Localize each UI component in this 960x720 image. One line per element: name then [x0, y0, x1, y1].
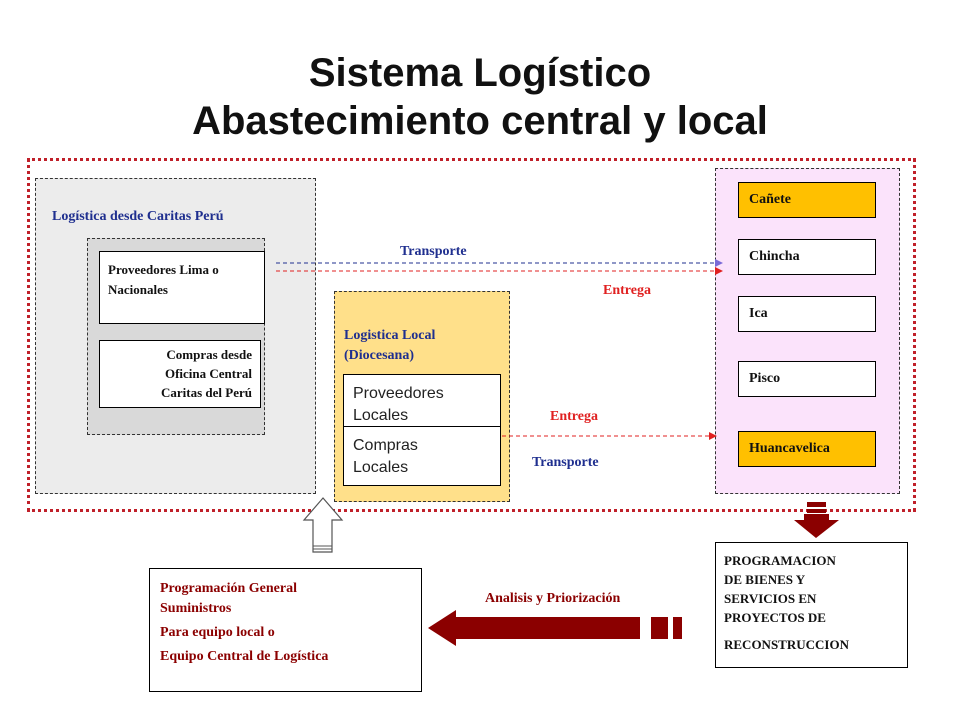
compras-oficina-line1: Compras desde — [166, 347, 252, 362]
proveedores-locales-line2: Locales — [353, 407, 409, 424]
programacion-general-line1: Programación General — [160, 581, 297, 596]
destination-canete: Cañete — [738, 182, 876, 218]
programacion-general-box: Programación General Suministros Para eq… — [149, 568, 422, 692]
analisis-label: Analisis y Priorización — [485, 591, 621, 606]
left-arrow-icon — [428, 610, 682, 646]
system-boundary — [27, 158, 916, 512]
destination-huancavelica: Huancavelica — [738, 431, 876, 467]
compras-oficina-box: Compras desde Oficina Central Caritas de… — [99, 340, 261, 408]
proveedores-lima-text: Proveedores Lima o Nacionales — [108, 262, 219, 297]
entrega-bottom-arrowhead — [709, 432, 717, 440]
programacion-bienes-line4: PROYECTOS DE — [724, 610, 826, 625]
entrega-bottom-label: Entrega — [550, 409, 598, 424]
transporte-bottom-label: Transporte — [532, 455, 599, 470]
local-label-line2: (Diocesana) — [344, 348, 414, 363]
local-label-line1: Logistica Local — [344, 328, 436, 343]
proveedores-locales-line1: Proveedores — [353, 385, 444, 402]
destination-pisco: Pisco — [738, 361, 876, 397]
programacion-bienes-line2: DE BIENES Y — [724, 572, 806, 587]
title-line2: Abastecimiento central y local — [192, 99, 768, 143]
programacion-bienes-box: PROGRAMACION DE BIENES Y SERVICIOS EN PR… — [715, 542, 908, 668]
compras-oficina-line2: Oficina Central — [164, 366, 252, 381]
entrega-top-arrowhead — [715, 267, 723, 275]
compras-oficina-line3: Caritas del Perú — [161, 385, 252, 400]
transporte-top-label: Transporte — [400, 244, 467, 259]
compras-locales-line2: Locales — [353, 459, 409, 476]
proveedores-locales-box: Proveedores Locales — [343, 374, 501, 427]
programacion-bienes-line1: PROGRAMACION — [724, 553, 836, 568]
local-label: Logistica Local (Diocesana) — [344, 326, 435, 366]
programacion-general-line4: Equipo Central de Logística — [160, 649, 329, 664]
compras-locales-box: Compras Locales — [343, 426, 501, 486]
caritas-label: Logística desde Caritas Perú — [52, 209, 224, 224]
programacion-general-line2: Suministros — [160, 601, 232, 616]
up-arrow-icon — [302, 497, 344, 553]
destination-ica: Ica — [738, 296, 876, 332]
title-line1: Sistema Logístico — [308, 51, 652, 95]
programacion-bienes-line3: SERVICIOS EN — [724, 591, 817, 606]
proveedores-lima-box: Proveedores Lima o Nacionales — [99, 251, 265, 324]
down-arrow-icon — [794, 502, 839, 538]
transporte-top-arrowhead — [715, 259, 723, 267]
entrega-top-label: Entrega — [603, 283, 651, 298]
destination-chincha: Chincha — [738, 239, 876, 275]
programacion-bienes-line5: RECONSTRUCCION — [724, 637, 849, 652]
compras-locales-line1: Compras — [353, 437, 418, 454]
programacion-general-line3: Para equipo local o — [160, 625, 275, 640]
